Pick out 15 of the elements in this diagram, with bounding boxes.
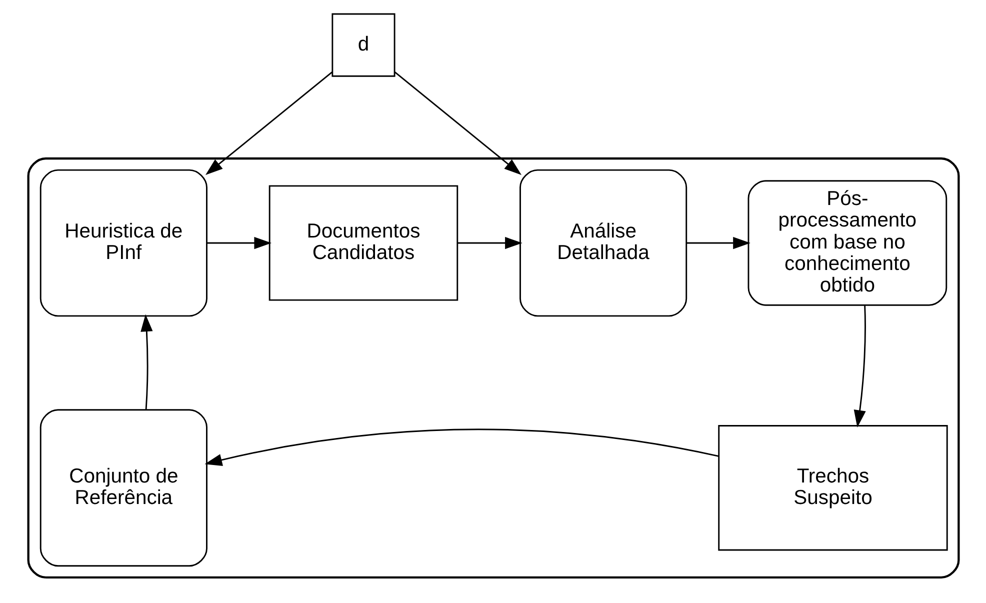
arrow <box>457 236 522 250</box>
arrow <box>853 305 866 428</box>
node-box: Heuristica de PInf <box>39 169 207 317</box>
node-box: Pós- processamento com base no conhecimento obtido <box>747 180 947 306</box>
arrow <box>686 236 750 250</box>
node-box: d <box>331 13 395 77</box>
arrow <box>394 71 521 176</box>
node-box: Trechos Suspeito <box>718 425 948 551</box>
node-box: Documentos Candidatos <box>268 185 458 301</box>
node-box: Conjunto de Referência <box>39 409 207 567</box>
arrow <box>206 236 272 250</box>
node-box: Análise Detalhada <box>519 169 687 317</box>
arrow <box>204 428 718 466</box>
arrow <box>140 314 152 410</box>
arrow <box>204 71 332 176</box>
